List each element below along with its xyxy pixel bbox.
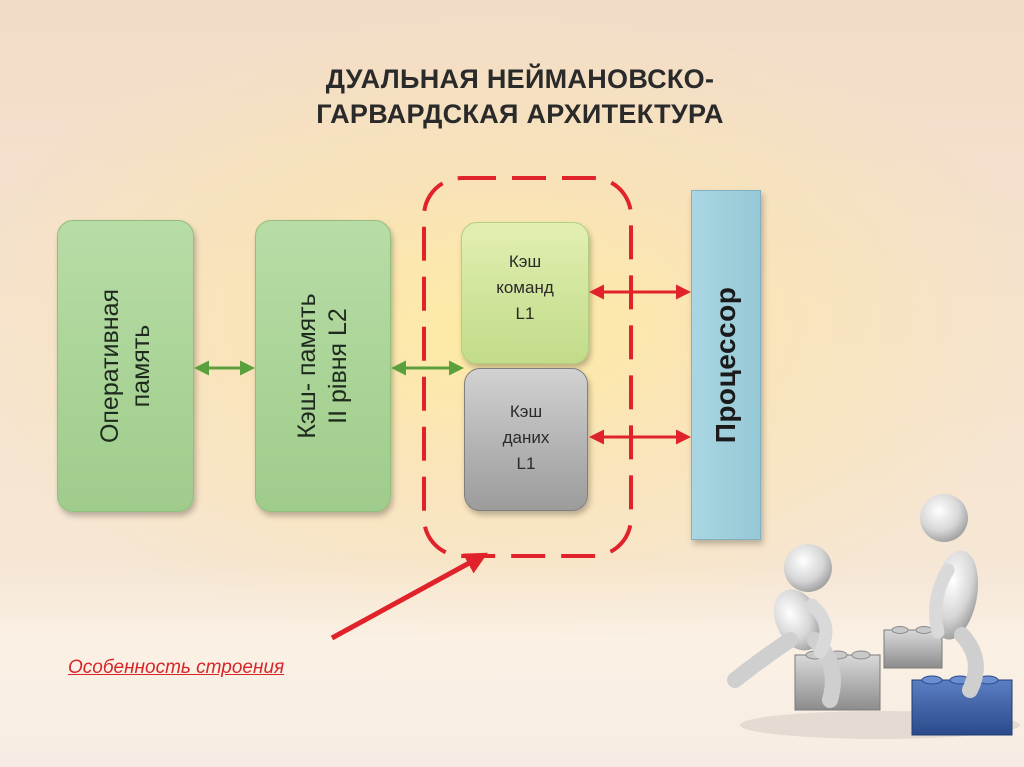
- l1-highlight-frame: [422, 176, 633, 558]
- stick-figures-building-blocks-illustration: [727, 494, 1020, 739]
- l1-data-label-line-3: L1: [516, 454, 536, 473]
- slide-title: ДУАЛЬНАЯ НЕЙМАНОВСКО- ГАРВАРДСКАЯ АРХИТЕ…: [250, 62, 790, 132]
- annotation-pointer-arrow: [330, 552, 488, 641]
- l1-instr-label-line-1: Кэш: [508, 252, 542, 271]
- l1-data-label-line-2: даних: [502, 428, 550, 447]
- processor-block: Процессор: [691, 190, 761, 540]
- l1-data-label-line-1: Кэш: [509, 402, 543, 421]
- l1-data-cache-block: Кэш даних L1: [464, 368, 588, 511]
- l2-cache-block: Кэш- память II рівня L2: [255, 220, 391, 512]
- title-line-1: ДУАЛЬНАЯ НЕЙМАНОВСКО-: [325, 64, 715, 94]
- title-line-2: ГАРВАРДСКАЯ АРХИТЕКТУРА: [316, 99, 724, 129]
- annotation-text: Особенность строения: [68, 657, 285, 678]
- l1-instr-label-line-3: L1: [515, 304, 535, 323]
- l1-instruction-cache-block: Кэш команд L1: [461, 222, 589, 364]
- l1-instr-label-line-2: команд: [496, 278, 554, 297]
- ram-block: Оперативная память: [57, 220, 194, 512]
